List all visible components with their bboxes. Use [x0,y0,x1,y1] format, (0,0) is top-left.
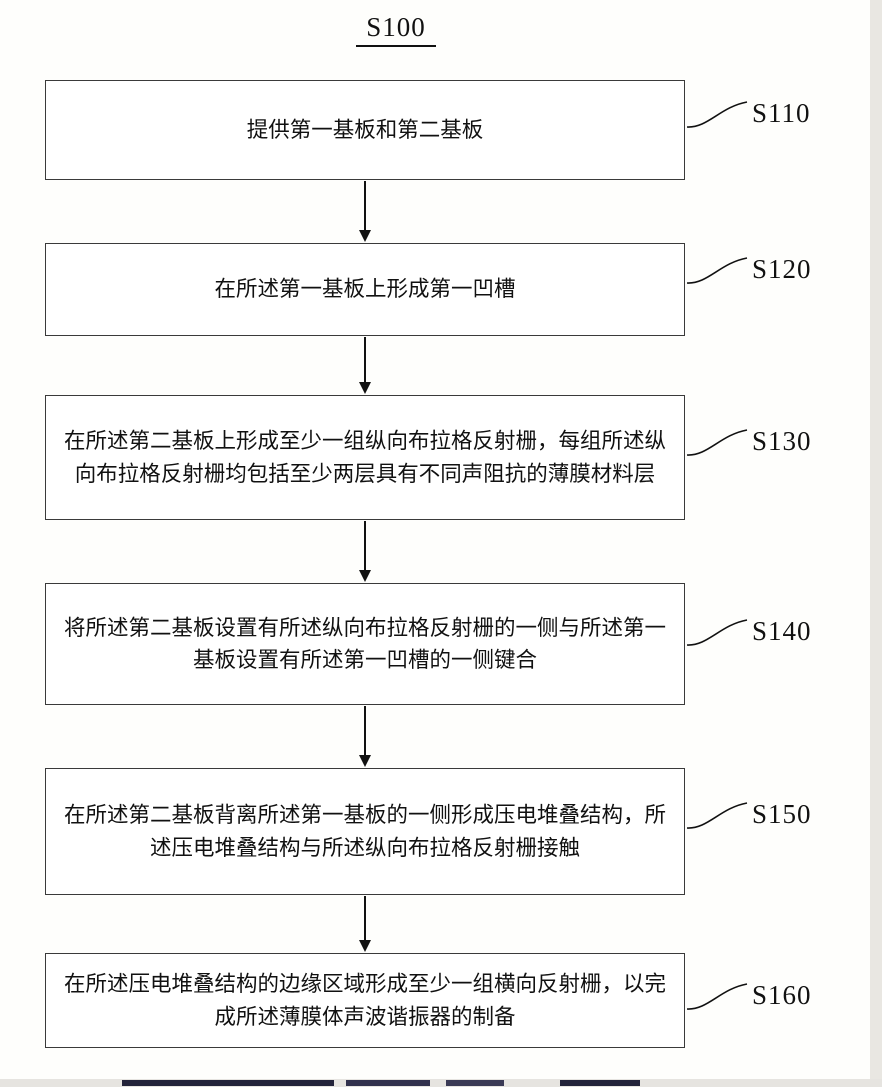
leader-line-s150 [686,802,748,829]
leader-line-s110 [686,101,748,128]
step-box-s160: 在所述压电堆叠结构的边缘区域形成至少一组横向反射栅，以完成所述薄膜体声波谐振器的… [45,953,685,1048]
step-box-s110: 提供第一基板和第二基板 [45,80,685,180]
bottom-artifact [346,1080,430,1086]
arrow-s120-s130 [359,337,371,394]
arrow-s150-s160 [359,896,371,952]
leader-line-s160 [686,983,748,1010]
step-label-s120: S120 [752,254,812,284]
step-text-s150: 在所述第二基板背离所述第一基板的一侧形成压电堆叠结构，所述压电堆叠结构与所述纵向… [63,803,666,860]
flowchart-title: S100 [0,12,792,47]
step-box-s140: 将所述第二基板设置有所述纵向布拉格反射栅的一侧与所述第一基板设置有所述第一凹槽的… [45,583,685,705]
step-text-s120: 在所述第一基板上形成第一凹槽 [214,277,516,302]
arrow-s140-s150 [359,706,371,767]
step-label-s130: S130 [752,426,812,456]
bottom-artifact [122,1080,334,1086]
step-text-s110: 提供第一基板和第二基板 [246,117,484,142]
leader-line-s130 [686,429,748,456]
step-label-s160: S160 [752,980,812,1010]
step-box-s120: 在所述第一基板上形成第一凹槽 [45,243,685,336]
flowchart-title-text: S100 [356,12,436,47]
leader-line-s120 [686,257,748,284]
step-text-s160: 在所述压电堆叠结构的边缘区域形成至少一组横向反射栅，以完成所述薄膜体声波谐振器的… [63,972,666,1029]
step-text-s130: 在所述第二基板上形成至少一组纵向布拉格反射栅，每组所述纵向布拉格反射栅均包括至少… [63,429,666,486]
page-edge-strip [870,0,882,1087]
step-label-s140: S140 [752,616,812,646]
bottom-strip [0,1079,882,1087]
arrow-s110-s120 [359,181,371,242]
step-label-s150: S150 [752,799,812,829]
step-box-s150: 在所述第二基板背离所述第一基板的一侧形成压电堆叠结构，所述压电堆叠结构与所述纵向… [45,768,685,895]
step-box-s130: 在所述第二基板上形成至少一组纵向布拉格反射栅，每组所述纵向布拉格反射栅均包括至少… [45,395,685,520]
arrow-s130-s140 [359,521,371,582]
bottom-artifact [560,1080,640,1086]
bottom-artifact [446,1080,504,1086]
step-text-s140: 将所述第二基板设置有所述纵向布拉格反射栅的一侧与所述第一基板设置有所述第一凹槽的… [63,615,666,672]
leader-line-s140 [686,619,748,646]
step-label-s110: S110 [752,98,811,128]
